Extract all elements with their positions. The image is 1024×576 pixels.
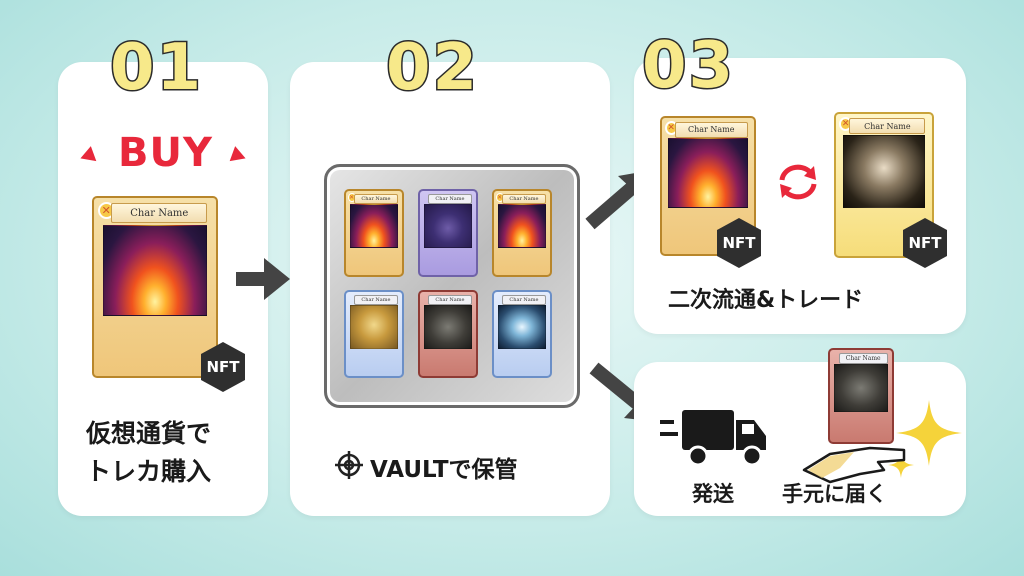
- small-sparkle-icon: [888, 452, 914, 478]
- ship-label: 発送: [692, 482, 734, 506]
- vault-card: Char Name: [344, 290, 404, 378]
- fire-art: [102, 224, 208, 316]
- vault-card: ✕ Char Name: [344, 189, 404, 277]
- purchased-card: ✕ Char Name: [92, 196, 218, 378]
- nft-badge: NFT: [196, 340, 250, 394]
- ghost-art: [423, 203, 473, 248]
- card-name: Char Name: [501, 294, 547, 305]
- dragon-art: [423, 304, 473, 349]
- deliver-label: 手元に届く: [782, 482, 887, 506]
- ice-art: [497, 304, 547, 349]
- step-02-number: 02: [384, 31, 480, 105]
- dragon-art: [834, 363, 888, 412]
- vault-card: Char Name: [418, 290, 478, 378]
- card-name: Char Name: [111, 203, 208, 224]
- card-element-icon: ✕: [664, 120, 678, 135]
- vault-card: Char Name: [492, 290, 552, 378]
- truck-icon: [660, 410, 766, 467]
- hand-icon: [802, 446, 906, 484]
- sparkle-icon: [896, 400, 962, 466]
- step-02-caption: VAULTで保管: [370, 457, 518, 483]
- step-01-line1: 仮想通貨で: [86, 419, 212, 448]
- step-03-caption: 二次流通&トレード: [668, 288, 864, 313]
- nft-badge-label: NFT: [722, 234, 756, 252]
- exchange-icon: [779, 164, 817, 200]
- vault-card: Char Name: [418, 189, 478, 277]
- arrow-right-icon: [236, 258, 290, 300]
- card-name: Char Name: [838, 352, 888, 364]
- card-name: Char Name: [353, 193, 399, 204]
- card-name: Char Name: [501, 193, 547, 204]
- card-name: Char Name: [674, 122, 748, 138]
- skull-art: [842, 135, 926, 209]
- nft-badge: NFT: [712, 216, 766, 270]
- vault-wheel-icon: [335, 451, 363, 479]
- angel-art: [349, 304, 399, 349]
- fire-art: [349, 203, 399, 248]
- fire-art: [668, 138, 748, 209]
- step-01-number: 01: [108, 31, 204, 105]
- card-name: Char Name: [849, 118, 926, 135]
- fire-art: [497, 203, 547, 248]
- buy-label: BUY: [118, 130, 213, 176]
- step-03-number: 03: [640, 29, 736, 103]
- card-name: Char Name: [353, 294, 399, 305]
- vault-card: ✕ Char Name: [492, 189, 552, 277]
- step-01-line2: トレカ購入: [86, 457, 212, 486]
- delivered-card: Char Name: [828, 348, 894, 444]
- nft-badge-label: NFT: [908, 234, 942, 252]
- nft-badge: NFT: [898, 216, 952, 270]
- nft-badge-label: NFT: [206, 358, 240, 376]
- card-name: Char Name: [427, 294, 473, 305]
- card-name: Char Name: [427, 193, 473, 204]
